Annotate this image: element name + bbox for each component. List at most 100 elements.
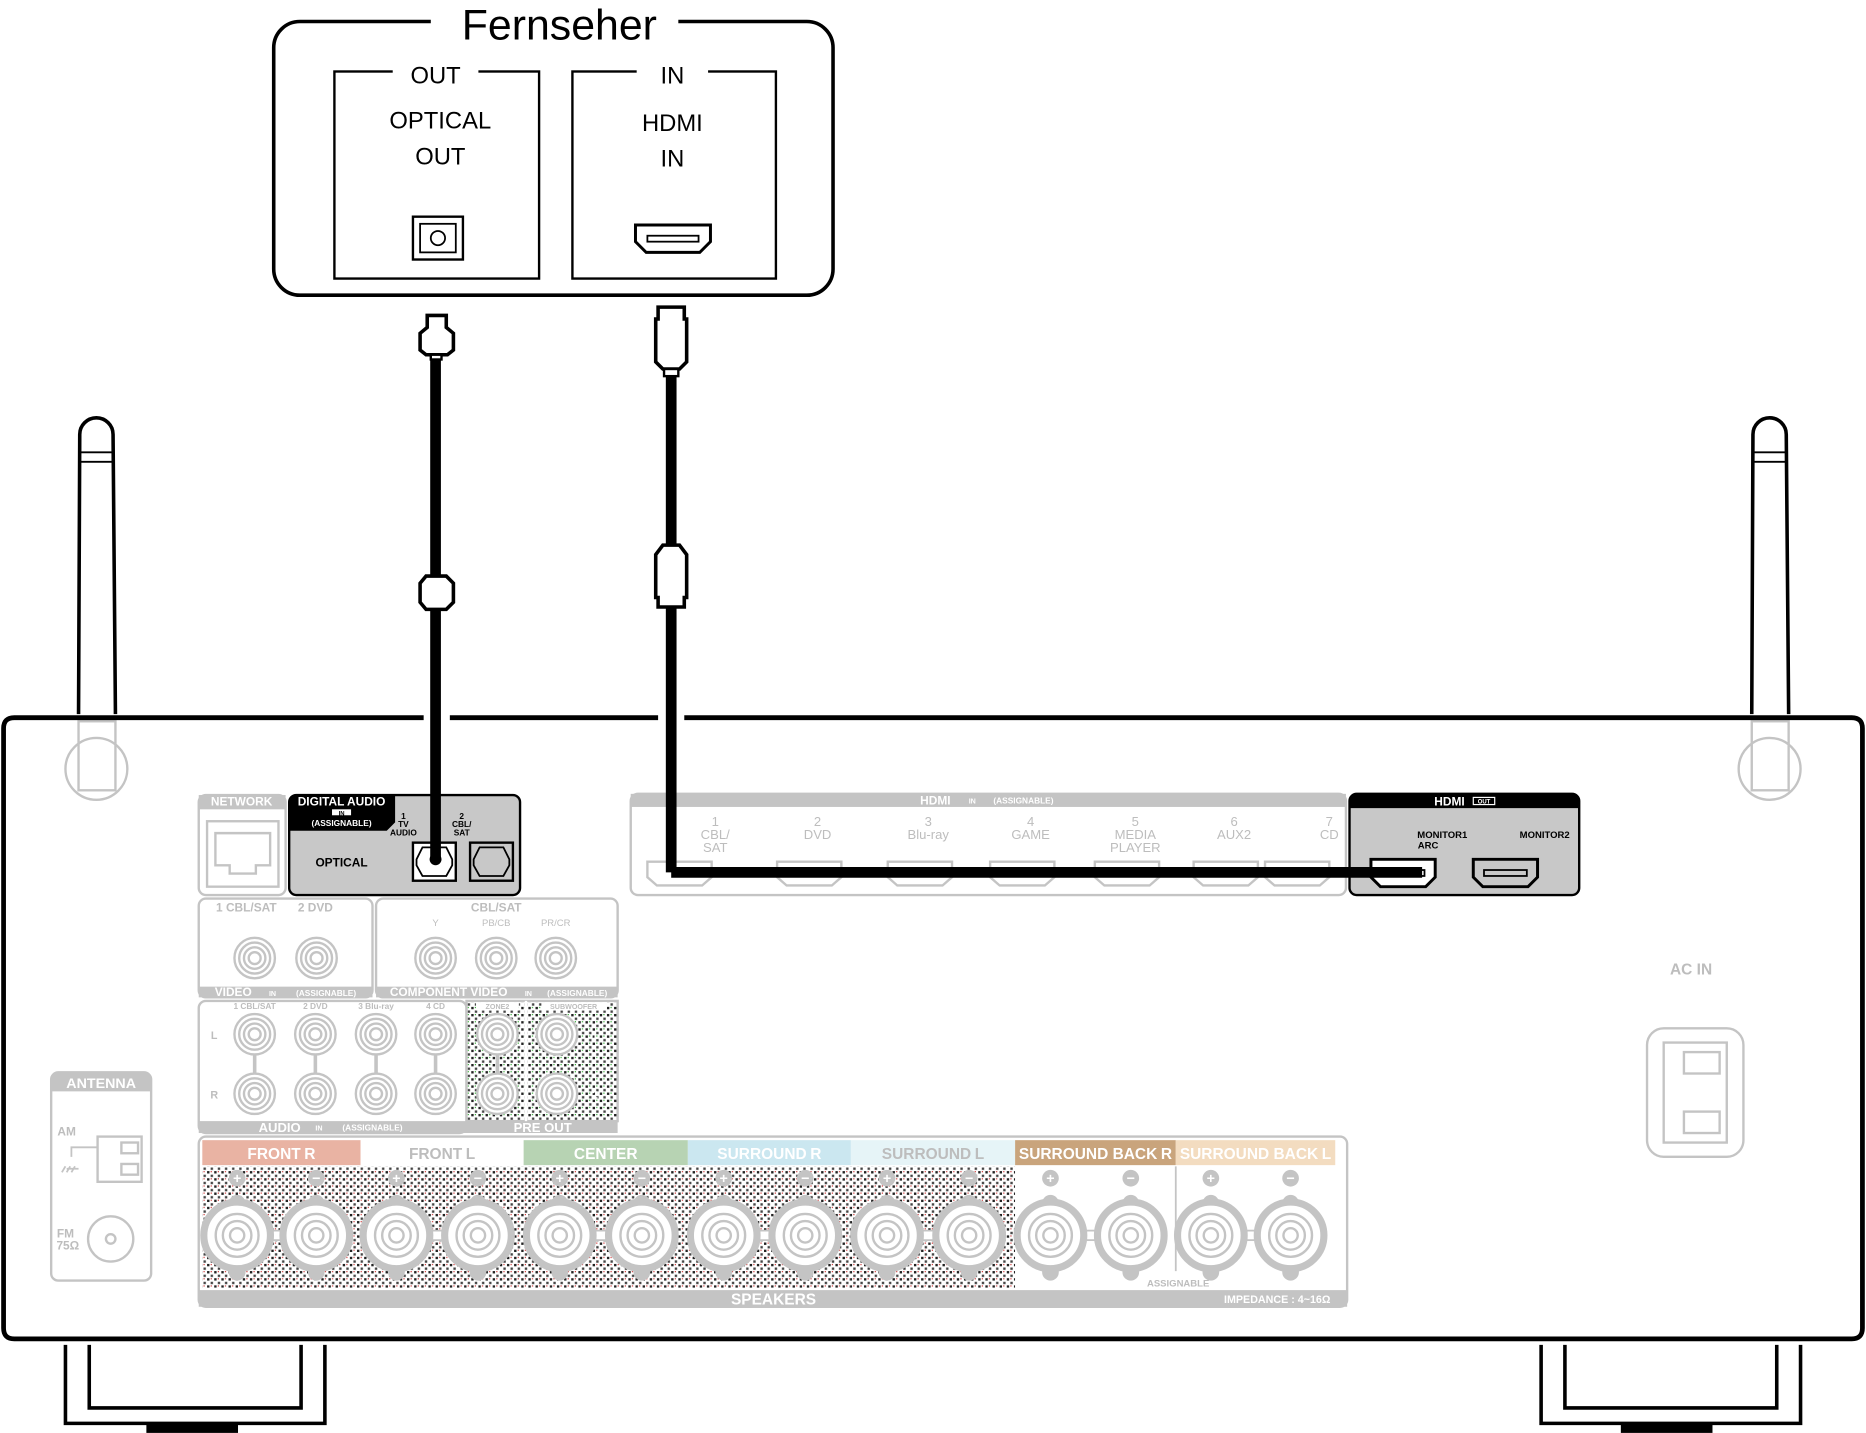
hdmi-out-monitor2-port[interactable] bbox=[1471, 857, 1540, 889]
speaker-binding-post[interactable] bbox=[686, 1194, 761, 1281]
rca-ring bbox=[428, 950, 443, 966]
polarity-label: + bbox=[392, 1171, 400, 1187]
optical-out-line2: OUT bbox=[415, 143, 465, 170]
rca-ring bbox=[242, 946, 267, 970]
speaker-channel-label: CENTER bbox=[574, 1146, 638, 1163]
polarity-label: − bbox=[1286, 1171, 1294, 1187]
am-terminal[interactable] bbox=[61, 1135, 143, 1183]
rca-ring bbox=[423, 946, 448, 970]
speaker-channel-side: L bbox=[466, 1146, 475, 1163]
speaker-binding-post[interactable] bbox=[932, 1194, 1007, 1281]
hdmi-in-line1: HDMI bbox=[642, 110, 703, 137]
optical-port-label: SAT bbox=[454, 828, 470, 838]
speaker-binding-post[interactable] bbox=[200, 1194, 275, 1281]
hdmi-port-shape bbox=[1471, 857, 1540, 889]
speaker-channel-side: L bbox=[975, 1146, 984, 1163]
speaker-binding-post[interactable] bbox=[1173, 1194, 1248, 1281]
rca-ring bbox=[247, 1027, 262, 1042]
audio-in-jack-r-3[interactable] bbox=[354, 1072, 398, 1116]
speaker-binding-post[interactable] bbox=[441, 1194, 515, 1281]
hdmi-in-port-label: GAME bbox=[1011, 827, 1050, 842]
video-note: (ASSIGNABLE) bbox=[296, 988, 356, 998]
audio-in-jack-l-2[interactable] bbox=[293, 1012, 337, 1056]
audio-in-jack-l-3[interactable] bbox=[354, 1012, 398, 1056]
ac-in-panel: AC IN bbox=[1645, 962, 1745, 1159]
speaker-binding-post[interactable] bbox=[522, 1194, 597, 1281]
optical-port-label: TV bbox=[398, 819, 409, 829]
lan-port[interactable] bbox=[205, 820, 280, 888]
zone2-out-l[interactable] bbox=[476, 1012, 519, 1056]
subwoofer-out-2[interactable] bbox=[535, 1072, 579, 1116]
video-in-jack-1[interactable] bbox=[233, 936, 277, 980]
speaker-binding-post[interactable] bbox=[768, 1194, 843, 1281]
audio-in-jack-l-1[interactable] bbox=[233, 1012, 277, 1056]
speaker-channel-header bbox=[1015, 1140, 1176, 1166]
polarity-badge bbox=[307, 1169, 325, 1187]
polarity-badge bbox=[715, 1169, 733, 1187]
rca-ring bbox=[480, 1017, 515, 1051]
rca-ring bbox=[293, 1072, 337, 1116]
polarity-badge bbox=[388, 1169, 405, 1187]
video-in-jack-2[interactable] bbox=[295, 936, 338, 980]
rca-ring bbox=[354, 1012, 398, 1056]
minus-icon: − bbox=[1122, 1169, 1140, 1187]
fm-jack[interactable] bbox=[86, 1215, 135, 1263]
speaker-channel-header bbox=[523, 1140, 688, 1166]
rca-ring bbox=[238, 1077, 272, 1111]
out-badge-frame bbox=[1472, 796, 1496, 806]
rca-ring bbox=[295, 936, 338, 980]
component-port-label: Y bbox=[432, 918, 439, 929]
sub1-label: 1 bbox=[592, 1030, 598, 1042]
video-port-label: 1 CBL/SAT bbox=[216, 901, 277, 915]
component-note: (ASSIGNABLE) bbox=[547, 988, 607, 998]
rca-ring bbox=[480, 1077, 515, 1111]
polarity-badge bbox=[878, 1169, 896, 1187]
hdmi-in-port-num: 2 bbox=[814, 814, 821, 829]
component-jack-1[interactable] bbox=[414, 936, 457, 980]
optical-cable bbox=[418, 313, 456, 866]
rca-ring bbox=[484, 946, 509, 970]
assignable-label: ASSIGNABLE bbox=[1147, 1279, 1209, 1290]
rca-ring bbox=[368, 1027, 384, 1042]
optical-in-port-2[interactable] bbox=[468, 841, 515, 882]
zone2-out-r[interactable] bbox=[476, 1072, 519, 1116]
speaker-binding-post[interactable] bbox=[850, 1194, 924, 1281]
audio-in-jack-l-4[interactable] bbox=[414, 1012, 457, 1056]
fm-ohm-label: 75Ω bbox=[56, 1239, 79, 1253]
rca-ring bbox=[543, 946, 568, 970]
lan-outer bbox=[205, 820, 280, 888]
speaker-binding-post[interactable] bbox=[1093, 1194, 1168, 1281]
rca-ring bbox=[540, 1017, 574, 1051]
audio-in-jack-r-4[interactable] bbox=[414, 1072, 457, 1116]
minus-icon: − bbox=[469, 1169, 487, 1187]
ac-in-socket[interactable] bbox=[1645, 1027, 1745, 1159]
component-jack-2[interactable] bbox=[474, 936, 518, 980]
lan-socket-icon bbox=[214, 831, 272, 875]
audio-in-jack-r-2[interactable] bbox=[293, 1072, 337, 1116]
tv-hdmi-in-port[interactable] bbox=[633, 223, 712, 254]
speaker-binding-post[interactable] bbox=[1013, 1194, 1088, 1281]
post-ring bbox=[960, 1227, 978, 1244]
tv-in-label: IN bbox=[660, 62, 684, 89]
tv-optical-out-port[interactable] bbox=[411, 215, 465, 261]
audio-in-jack-r-1[interactable] bbox=[233, 1072, 277, 1116]
speaker-channel-name: SURROUND BACK bbox=[1180, 1146, 1319, 1163]
speaker-binding-post[interactable] bbox=[1253, 1194, 1328, 1281]
wireless-antenna-right bbox=[1737, 416, 1802, 801]
rca-ring bbox=[233, 1072, 277, 1116]
video-port-label: 2 DVD bbox=[298, 901, 333, 915]
speaker-binding-post[interactable] bbox=[604, 1194, 679, 1281]
subwoofer-out-1[interactable] bbox=[535, 1012, 579, 1056]
speaker-binding-post[interactable] bbox=[279, 1194, 354, 1281]
component-jack-3[interactable] bbox=[534, 936, 578, 980]
rca-ring bbox=[548, 950, 563, 966]
rca-ring bbox=[233, 1012, 277, 1056]
speaker-binding-post[interactable] bbox=[359, 1194, 434, 1281]
